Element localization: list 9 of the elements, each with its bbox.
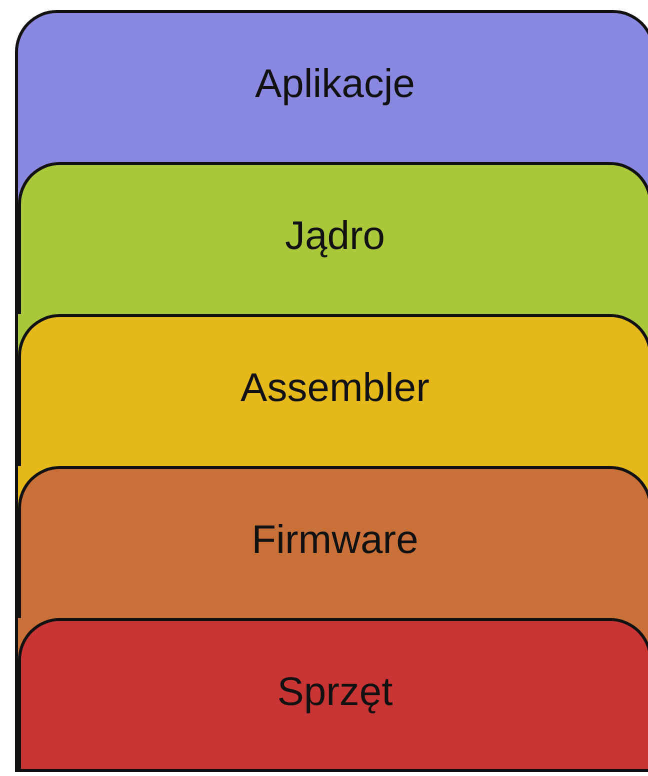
layer-band bbox=[15, 618, 648, 772]
layer-band bbox=[15, 466, 648, 618]
layer-band bbox=[15, 162, 648, 314]
layer-label: Sprzęt bbox=[277, 670, 393, 715]
layer-label: Firmware bbox=[252, 518, 418, 563]
layer-label: Assembler bbox=[240, 366, 430, 411]
layer-label: Jądro bbox=[284, 214, 386, 259]
layer-label: Aplikacje bbox=[254, 62, 416, 107]
layer-band bbox=[15, 314, 648, 466]
